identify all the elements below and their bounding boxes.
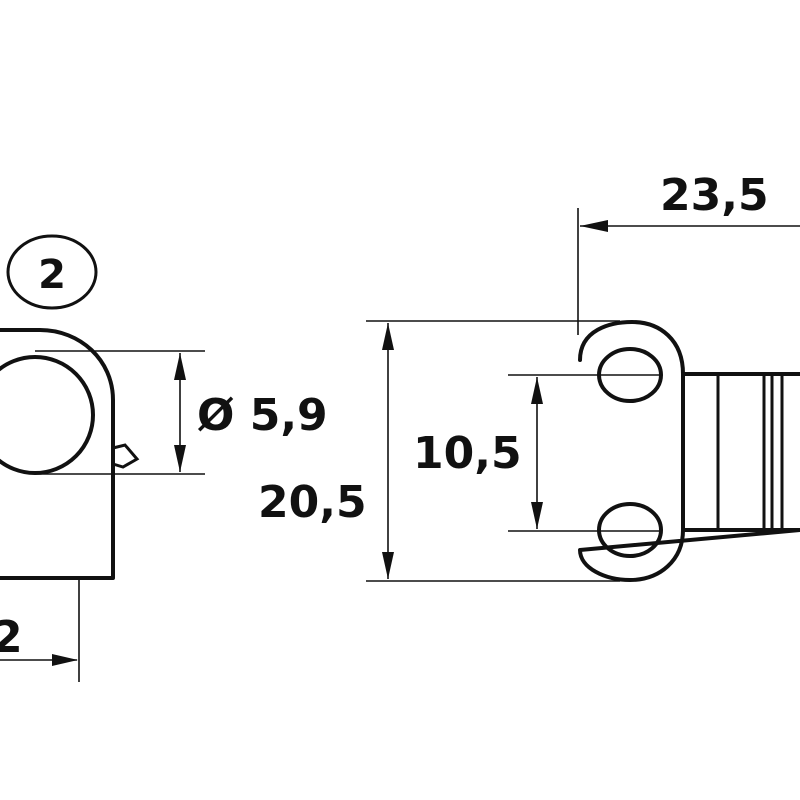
callout: 2 bbox=[6, 234, 98, 310]
hole-spacing-label: 10,5 bbox=[413, 428, 522, 479]
overall-height-arrow-bottom bbox=[382, 552, 394, 579]
hole-spacing-arrow-bottom bbox=[531, 502, 543, 529]
diameter-arrow-top bbox=[174, 353, 186, 380]
hole-spacing-arrow-top bbox=[531, 377, 543, 404]
overall-height-arrow-top bbox=[382, 323, 394, 350]
overall-height-label: 20,5 bbox=[258, 477, 367, 528]
overall-length-dimension: 23,5 bbox=[577, 170, 800, 335]
side-view-outline bbox=[0, 328, 115, 580]
front-view-flange bbox=[578, 320, 800, 582]
side-view bbox=[0, 328, 140, 580]
callout-circle bbox=[6, 234, 98, 310]
overall-length-arrow bbox=[580, 220, 608, 232]
front-view-hole-bottom bbox=[597, 502, 663, 558]
side-view-tab bbox=[112, 443, 140, 469]
left-width-label: 2 bbox=[0, 612, 23, 663]
diameter-dimension: Ø 5,9 bbox=[35, 350, 328, 475]
left-width-arrow bbox=[52, 654, 78, 666]
diameter-label: Ø 5,9 bbox=[197, 390, 328, 441]
overall-length-label: 23,5 bbox=[660, 170, 769, 221]
front-view bbox=[578, 320, 800, 582]
diameter-arrow-bottom bbox=[174, 445, 186, 472]
side-view-bore bbox=[0, 355, 95, 475]
callout-number: 2 bbox=[38, 252, 66, 298]
left-width-dimension: 2 bbox=[0, 580, 80, 682]
hole-spacing-dimension: 10,5 bbox=[413, 374, 660, 532]
overall-height-dimension: 20,5 bbox=[258, 320, 620, 582]
